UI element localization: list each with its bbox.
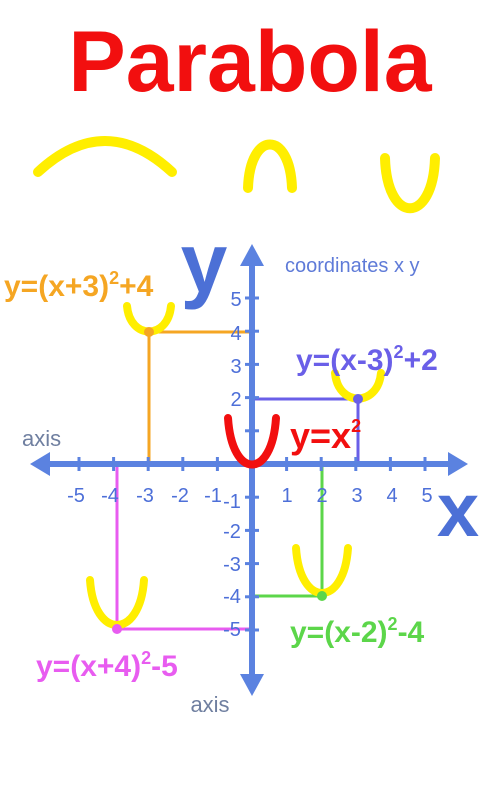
equation-lower-left-base: y=(x+4) xyxy=(36,650,141,683)
vertex-point-green xyxy=(317,591,327,601)
guide-line-green xyxy=(252,464,324,598)
equation-upper-right-exponent: 2 xyxy=(394,342,404,362)
narrow-downward-parabola xyxy=(243,139,297,193)
x-tick-label: -4 xyxy=(101,485,119,507)
equation-upper-left-exponent: 2 xyxy=(109,268,119,288)
wide-downward-parabola xyxy=(33,136,177,177)
x-tick-marks xyxy=(77,457,427,471)
parabola-main-red xyxy=(224,414,280,469)
equation-upper-left-base: y=(x+3) xyxy=(4,270,109,303)
equation-upper-right-base: y=(x-3) xyxy=(296,344,394,377)
equation-upper-right: y=(x-3)2+2 xyxy=(296,342,438,377)
vertex-points xyxy=(112,327,363,634)
vertex-point-orange xyxy=(144,327,154,337)
equation-main: y=x2 xyxy=(290,415,361,456)
equation-main-exponent: 2 xyxy=(351,416,361,436)
axes xyxy=(30,244,468,696)
x-tick-labels: -5 -4 -3 -2 -1 1 2 3 4 5 xyxy=(67,485,432,507)
y-tick-label: 5 xyxy=(230,289,241,311)
y-tick-label: -1 xyxy=(223,491,241,513)
upward-parabola xyxy=(380,153,440,214)
y-tick-label: -4 xyxy=(223,586,241,608)
x-axis-left-arrow xyxy=(30,452,50,476)
x-tick-label: -3 xyxy=(136,485,154,507)
equation-upper-left: y=(x+3)2+4 xyxy=(4,268,154,303)
equation-lower-right-tail: -4 xyxy=(398,616,425,649)
x-tick-label: -2 xyxy=(171,485,189,507)
equation-lower-left: y=(x+4)2-5 xyxy=(36,648,178,683)
vertex-point-purple xyxy=(353,394,363,404)
equation-lower-left-tail: -5 xyxy=(151,650,178,683)
x-tick-label: -5 xyxy=(67,485,85,507)
y-tick-labels: 5 4 3 2 -1 -2 -3 -4 -5 xyxy=(223,289,241,641)
equation-lower-right-exponent: 2 xyxy=(388,614,398,634)
y-tick-label: 3 xyxy=(230,356,241,378)
equation-lower-left-exponent: 2 xyxy=(141,648,151,668)
equation-lower-right: y=(x-2)2-4 xyxy=(290,614,425,649)
equation-upper-left-tail: +4 xyxy=(119,270,154,303)
equation-upper-right-tail: +2 xyxy=(404,344,438,377)
x-tick-label: 4 xyxy=(386,485,397,507)
x-tick-label: 5 xyxy=(421,485,432,507)
y-tick-label: 4 xyxy=(230,323,241,345)
y-tick-marks xyxy=(245,296,259,632)
vertex-point-pink xyxy=(112,624,122,634)
y-tick-label: -3 xyxy=(223,554,241,576)
x-tick-label: 2 xyxy=(316,485,327,507)
y-tick-label: 2 xyxy=(230,389,241,411)
y-axis-word: axis xyxy=(190,692,229,717)
coordinates-caption: coordinates x y xyxy=(285,255,420,277)
y-axis-top-arrow xyxy=(240,244,264,266)
x-tick-label: 3 xyxy=(351,485,362,507)
equation-lower-right-base: y=(x-2) xyxy=(290,616,388,649)
x-axis-right-arrow xyxy=(448,452,468,476)
y-axis-letter: y xyxy=(181,216,228,310)
y-tick-label: -5 xyxy=(223,619,241,641)
page-title: Parabola xyxy=(68,14,432,110)
x-tick-label: -1 xyxy=(204,485,222,507)
equation-main-base: y=x xyxy=(290,415,351,456)
x-tick-label: 1 xyxy=(281,485,292,507)
y-axis-bottom-arrow xyxy=(240,674,264,696)
x-axis-word: axis xyxy=(22,426,61,451)
x-axis-letter: x xyxy=(437,468,479,553)
y-tick-label: -2 xyxy=(223,521,241,543)
